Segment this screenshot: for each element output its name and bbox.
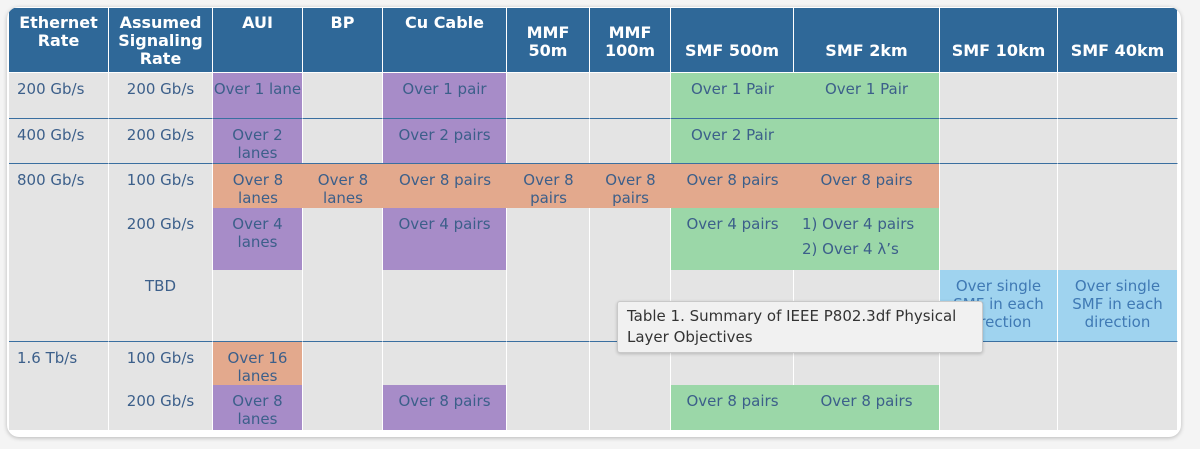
smf2km-cell: 1) Over 4 pairs 2) Over 4 λ’s [794, 208, 940, 270]
mmf50-cell [507, 385, 590, 430]
header-mmf-50m: MMF 50m [507, 8, 590, 73]
signal-cell: 200 Gb/s [109, 73, 213, 118]
mmf50-cell [507, 118, 590, 163]
header-smf-10km: SMF 10km [940, 8, 1058, 73]
mmf100-cell [590, 208, 671, 270]
smf10-cell [940, 118, 1058, 163]
cu-cell: Over 8 pairs [383, 385, 507, 430]
signal-cell: TBD [109, 270, 213, 341]
aui-cell: Over 4 lanes [213, 208, 303, 270]
smf40-cell [1058, 163, 1178, 208]
smf40-cell [1058, 73, 1178, 118]
smf10-cell [940, 208, 1058, 270]
smf500-cell: Over 2 Pair [671, 118, 794, 163]
smf2km-cell [794, 118, 940, 163]
smf500-cell: Over 8 pairs [671, 385, 794, 430]
mmf100-cell [590, 118, 671, 163]
cu-cell [383, 270, 507, 341]
smf40-cell [1058, 385, 1178, 430]
rate-cell: 400 Gb/s [9, 118, 109, 163]
rate-cell: 1.6 Tb/s [9, 341, 109, 385]
bp-cell [303, 341, 383, 385]
smf500-cell: Over 1 Pair [671, 73, 794, 118]
smf10-cell [940, 385, 1058, 430]
header-smf-40km: SMF 40km [1058, 8, 1178, 73]
bp-cell [303, 270, 383, 341]
mmf100-cell: Over 8 pairs [590, 163, 671, 208]
header-smf-500m: SMF 500m [671, 8, 794, 73]
smf40-cell [1058, 208, 1178, 270]
rate-cell [9, 270, 109, 341]
rate-cell: 800 Gb/s [9, 163, 109, 208]
smf10-cell [940, 341, 1058, 385]
aui-cell [213, 270, 303, 341]
rate-cell [9, 385, 109, 430]
header-ethernet-rate: Ethernet Rate [9, 8, 109, 73]
bp-cell [303, 118, 383, 163]
rate-cell: 200 Gb/s [9, 73, 109, 118]
signal-cell: 200 Gb/s [109, 208, 213, 270]
signal-cell: 100 Gb/s [109, 163, 213, 208]
mmf100-cell [590, 73, 671, 118]
bp-cell [303, 73, 383, 118]
bp-cell [303, 385, 383, 430]
smf10-cell [940, 73, 1058, 118]
header-bp: BP [303, 8, 383, 73]
smf2km-cell: Over 1 Pair [794, 73, 940, 118]
smf40-cell [1058, 118, 1178, 163]
cu-cell: Over 1 pair [383, 73, 507, 118]
header-aui: AUI [213, 8, 303, 73]
aui-cell: Over 16 lanes [213, 341, 303, 385]
signal-cell: 200 Gb/s [109, 385, 213, 430]
smf10-cell [940, 163, 1058, 208]
cu-cell: Over 2 pairs [383, 118, 507, 163]
smf40-cell [1058, 341, 1178, 385]
table-frame: Ethernet Rate Assumed Signaling Rate AUI… [7, 7, 1181, 437]
aui-cell: Over 8 lanes [213, 385, 303, 430]
aui-cell: Over 2 lanes [213, 118, 303, 163]
rate-cell [9, 208, 109, 270]
header-smf-2km: SMF 2km [794, 8, 940, 73]
mmf50-cell [507, 270, 590, 341]
signal-cell: 100 Gb/s [109, 341, 213, 385]
signal-cell: 200 Gb/s [109, 118, 213, 163]
mmf50-cell [507, 208, 590, 270]
objectives-table: Ethernet Rate Assumed Signaling Rate AUI… [9, 8, 1178, 430]
cu-cell: Over 8 pairs [383, 163, 507, 208]
header-signaling-rate: Assumed Signaling Rate [109, 8, 213, 73]
smf2km-cell: Over 8 pairs [794, 163, 940, 208]
mmf50-cell [507, 341, 590, 385]
smf2km-option-2: 2) Over 4 λ’s [802, 240, 899, 258]
smf40-cell: Over single SMF in each direction [1058, 270, 1178, 341]
smf2km-cell: Over 8 pairs [794, 385, 940, 430]
header-cu-cable: Cu Cable [383, 8, 507, 73]
aui-cell: Over 1 lane [213, 73, 303, 118]
smf500-cell: Over 4 pairs [671, 208, 794, 270]
aui-cell: Over 8 lanes [213, 163, 303, 208]
bp-cell: Over 8 lanes [303, 163, 383, 208]
cu-cell: Over 4 pairs [383, 208, 507, 270]
mmf100-cell [590, 385, 671, 430]
header-mmf-100m: MMF 100m [590, 8, 671, 73]
mmf50-cell: Over 8 pairs [507, 163, 590, 208]
mmf50-cell [507, 73, 590, 118]
smf2km-option-1: 1) Over 4 pairs [802, 215, 915, 233]
smf500-cell: Over 8 pairs [671, 163, 794, 208]
cu-cell [383, 341, 507, 385]
bp-cell [303, 208, 383, 270]
table-caption-tooltip: Table 1. Summary of IEEE P802.3df Physic… [617, 301, 983, 353]
